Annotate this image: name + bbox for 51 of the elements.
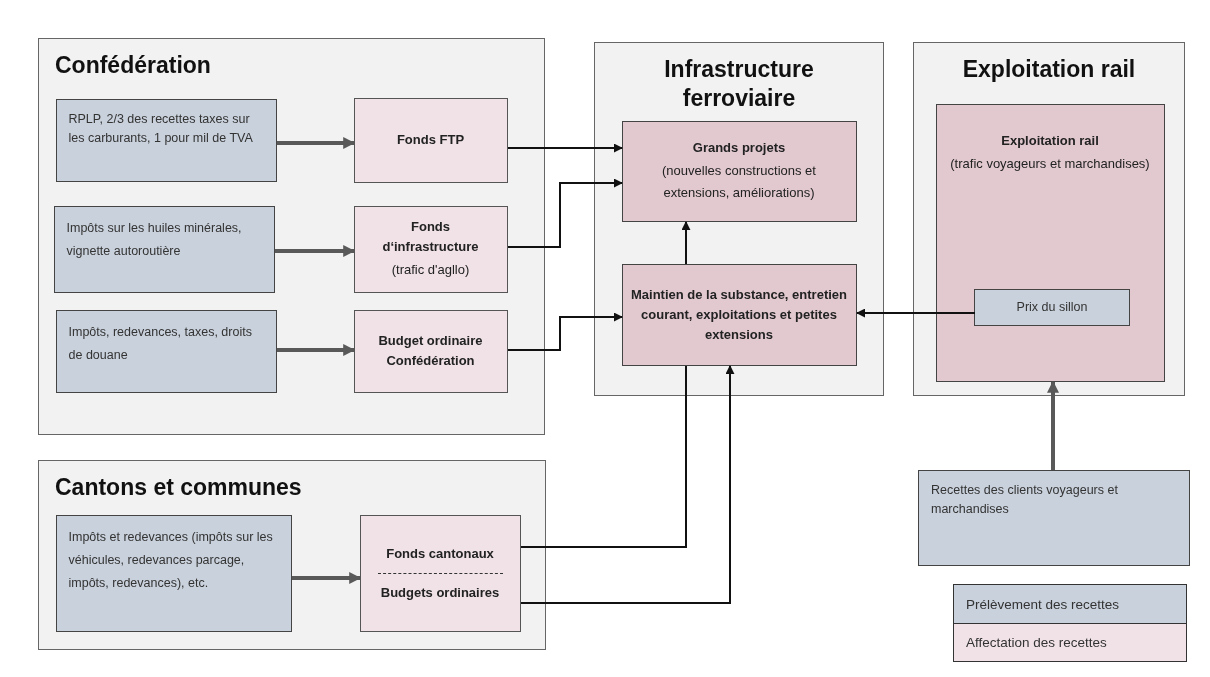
source-text: Recettes des clients voyageurs et marchandises [931,482,1119,518]
use-box [621,120,857,222]
source-text: Impôts sur les huiles minérales, vignette autoroutière [66,219,243,260]
box-title: Grands projets [692,139,786,157]
connector-arrow [507,178,623,248]
group-panel [38,38,545,435]
source-box [55,309,277,393]
connector-arrow [507,143,623,153]
box-subtitle: (nouvelles constructions et extensions, améliorations) [661,162,817,202]
box-title: Fonds FTP [396,131,465,149]
group-heading: Cantons et communes [55,473,302,502]
box-title: Fonds d‘infrastructure [381,218,480,256]
connector-arrow [277,344,356,356]
use-box [621,263,857,366]
source-text: Impôts, redevances, taxes, droits de douane [68,323,253,364]
connector-arrow [1047,380,1059,470]
fund-box [353,309,508,393]
source-box [918,470,1190,566]
connector-arrow [507,312,623,351]
group-panel [38,460,546,650]
connector-arrow [292,572,362,584]
source-text: Impôts et redevances (impôts sur les véhicules, redevances parcage, impôts, redevances), etc. [68,528,274,592]
group-heading: Confédération [55,51,211,80]
group-panel [913,42,1185,396]
source-box [55,514,292,632]
group-heading: Exploitation rail [962,55,1136,84]
source-text: RPLP, 2/3 des recettes taxes sur les carburants, 1 pour mil de TVA [68,110,254,147]
connector-arrow [275,245,356,257]
connector-arrow [856,308,976,318]
connector-arrow [681,221,691,265]
box-title: Exploitation rail [1001,131,1099,150]
box-subtitle: (trafic voyageurs et marchandises) [950,154,1150,173]
box-subtitle: (trafic d'agllo) [391,261,470,279]
source-box [53,205,275,293]
box-title: Maintien de la substance, entretien courant, exploitations et petites extensions [630,285,848,344]
fund-box [353,205,508,293]
group-panel [594,42,884,396]
legend-entry: Prélèvement des recettes [954,585,1186,623]
source-box [974,289,1130,326]
source-text: Prix du sillon [1015,299,1089,316]
fund-box [359,514,521,632]
connector-arrow [520,365,735,604]
legend-entry: Affectation des recettes [954,623,1186,661]
fund-box [353,97,508,183]
box-title: Budgets ordinaires [380,583,500,602]
group-heading: Infrastructure ferroviaire [663,55,815,113]
source-box [55,98,277,182]
box-title: Fonds cantonaux [386,544,494,563]
box-title: Budget ordinaire Confédération [377,332,484,370]
connector-arrow [277,137,356,149]
use-box [935,103,1165,382]
